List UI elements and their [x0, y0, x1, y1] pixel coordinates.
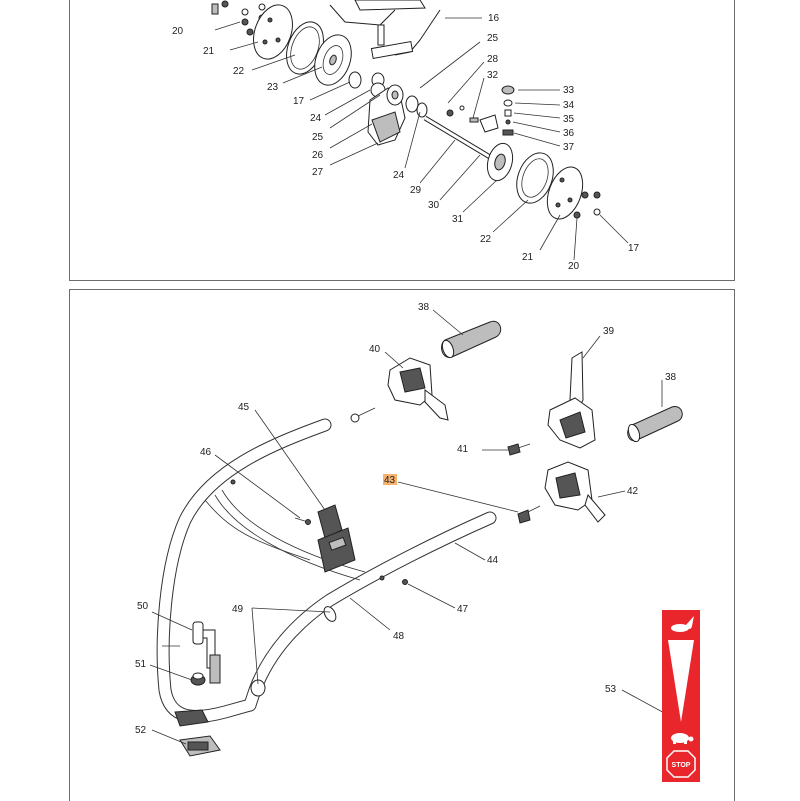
callout: 36: [563, 128, 575, 139]
callout: 46: [200, 447, 212, 458]
callout-highlight: [383, 474, 397, 485]
foot-pad: [174, 709, 221, 757]
throttle-arrow-icon: [668, 640, 694, 722]
leader-lines-top: [214, 17, 629, 261]
callout: 34: [563, 100, 575, 111]
belt-guard: [329, 4, 396, 26]
throttle-sign: STOP: [662, 610, 700, 782]
fuel-pipe: [192, 621, 221, 684]
callout: 49: [232, 604, 244, 615]
callout: 32: [487, 70, 499, 81]
throttle-lever: [387, 357, 449, 421]
brake-lever: [544, 461, 606, 523]
callout: 31: [452, 214, 464, 225]
callout: 25: [487, 33, 499, 44]
stop-icon: STOP: [666, 750, 696, 778]
callout: 47: [457, 604, 469, 615]
right-plate: [546, 166, 584, 220]
callout: 38: [418, 302, 430, 313]
callout: 39: [603, 326, 615, 337]
callout: 35: [563, 114, 575, 125]
callout: 26: [312, 150, 324, 161]
callout: 43: [384, 475, 396, 486]
callout: 22: [480, 234, 492, 245]
callout: 17: [628, 243, 640, 254]
callout: 16: [488, 13, 500, 24]
switch-box: [317, 504, 356, 573]
callout: 24: [310, 113, 322, 124]
callouts-top: 16 20 21 22 23 17 25 28 32 33 34 35 36 3…: [172, 13, 640, 272]
upper-bracket: [354, 0, 426, 11]
callout: 33: [563, 85, 575, 96]
callout: 22: [233, 66, 245, 77]
top-assembly: 16 20 21 22 23 17 25 28 32 33 34 35 36 3…: [172, 0, 640, 272]
grip-right: [627, 406, 683, 443]
callout: 28: [487, 54, 499, 65]
callout: 24: [393, 170, 405, 181]
callout: 52: [135, 725, 147, 736]
left-hub-plate: [253, 4, 293, 60]
bolt: [377, 24, 385, 46]
callout: 25: [312, 132, 324, 143]
callout: 17: [293, 96, 305, 107]
bottom-assembly: 38 39 40 38 45 46 41 43 42 44 50 49 47 4…: [135, 302, 700, 782]
callout: 45: [238, 402, 250, 413]
callout: 42: [627, 486, 639, 497]
callout: 51: [135, 659, 147, 670]
callout: 44: [487, 555, 499, 566]
callout: 53: [605, 684, 617, 695]
callout: 27: [312, 167, 324, 178]
callout: 29: [410, 185, 422, 196]
callout: 48: [393, 631, 405, 642]
callout: 41: [457, 444, 469, 455]
leader-lines-bottom: [149, 309, 669, 745]
callouts-bottom: 38 39 40 38 45 46 41 43 42 44 50 49 47 4…: [135, 302, 677, 736]
callout: 23: [267, 82, 279, 93]
stop-label: STOP: [672, 762, 691, 769]
clutch-lever: [547, 351, 596, 449]
callout: 37: [563, 142, 575, 153]
callout: 40: [369, 344, 381, 355]
gearbox: [367, 84, 428, 146]
mount-plate: [370, 41, 414, 59]
callout: 21: [203, 46, 215, 57]
left-wheel: [314, 34, 352, 86]
callout: 20: [172, 26, 184, 37]
callout: 20: [568, 261, 580, 272]
grip-left: [441, 320, 502, 359]
rabbit-icon: [671, 616, 694, 632]
callout: 50: [137, 601, 149, 612]
turtle-icon: [671, 733, 694, 744]
callout: 30: [428, 200, 440, 211]
callout: 38: [665, 372, 677, 383]
right-hub: [486, 142, 514, 182]
callout: 21: [522, 252, 534, 263]
